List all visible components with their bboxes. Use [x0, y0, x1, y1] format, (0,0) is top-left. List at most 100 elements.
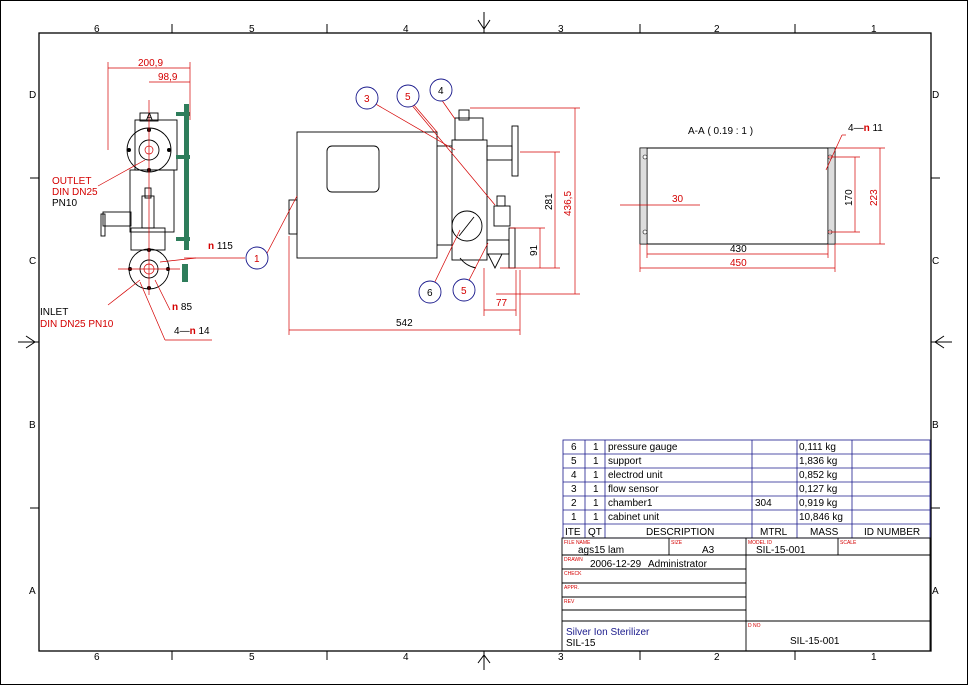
bom-item: 1 — [571, 512, 577, 523]
bom-mass: 0,919 kg — [799, 498, 837, 509]
bom-item: 2 — [571, 498, 577, 509]
col-label-top: 1 — [871, 24, 877, 35]
row-label-right: D — [932, 90, 939, 101]
bom-table: 6 1 pressure gauge 0,111 kg 5 1 support … — [562, 439, 931, 539]
row-label-right: B — [932, 420, 939, 431]
dim-200-9: 200,9 — [138, 58, 163, 69]
bom-desc: support — [608, 456, 642, 467]
col-label-bottom: 1 — [871, 652, 877, 663]
bom-item: 3 — [571, 484, 577, 495]
bom-qty: 1 — [593, 484, 599, 495]
dim-170: 170 — [844, 189, 855, 206]
bom-mass: 1,836 kg — [799, 456, 837, 467]
bom-desc: flow sensor — [608, 484, 659, 495]
dim-30: 30 — [672, 194, 684, 205]
holes-4x11-label: 4—n 11 — [848, 123, 883, 134]
lbl-rev: REV — [564, 599, 575, 605]
balloon-4-label: 4 — [438, 86, 444, 97]
dim-430: 430 — [730, 244, 747, 255]
bom-header-mtrl: MTRL — [760, 527, 788, 538]
col-label-bottom: 3 — [558, 652, 564, 663]
inlet-spec: DIN DN25 PN10 — [40, 319, 114, 330]
col-label-top: 5 — [249, 24, 255, 35]
lbl-check: CHECK — [564, 571, 582, 577]
bom-header-id: ID NUMBER — [864, 527, 920, 538]
dim-436-5: 436,5 — [563, 191, 574, 216]
bom-row: 1 1 cabinet unit 10,846 kg — [571, 512, 843, 523]
bom-mass: 10,846 kg — [799, 512, 843, 523]
bom-desc: pressure gauge — [608, 442, 678, 453]
dia-85-label: n 85 — [172, 302, 192, 313]
bom-mass: 0,852 kg — [799, 470, 837, 481]
balloon-3-label: 3 — [364, 94, 370, 105]
drawn-by: Administrator — [648, 559, 708, 570]
side-view: 200,9 98,9 A n 115 n 85 4—n 14 OUTLET DI… — [40, 58, 245, 341]
col-label-bottom: 2 — [714, 652, 720, 663]
bom-desc: electrod unit — [608, 470, 663, 481]
bom-item: 6 — [571, 442, 577, 453]
lbl-scale: SCALE — [840, 540, 857, 546]
bom-row: 5 1 support 1,836 kg — [571, 456, 837, 467]
dia-115-label: n 115 — [208, 241, 233, 252]
center-marks — [18, 12, 952, 670]
dim-542: 542 — [396, 318, 413, 329]
bom-qty: 1 — [593, 470, 599, 481]
balloon-6-label: 6 — [427, 288, 433, 299]
row-label-right: C — [932, 256, 939, 267]
balloon-5 — [396, 84, 420, 108]
balloon-5b — [452, 278, 476, 302]
title-block: FILE NAME SIZE MODEL ID SCALE DRAWN CHEC… — [561, 537, 931, 652]
outlet-label: OUTLET — [52, 176, 91, 187]
outlet-pn: PN10 — [52, 198, 77, 209]
balloon-1-label: 1 — [254, 254, 260, 265]
drawing-number: SIL-15-001 — [790, 636, 840, 647]
section-mark-a: A — [146, 112, 153, 123]
bom-row: 6 1 pressure gauge 0,111 kg — [571, 442, 836, 453]
dim-98-9: 98,9 — [158, 72, 178, 83]
drawn-date: 2006-12-29 — [590, 559, 642, 570]
bom-desc: cabinet unit — [608, 512, 659, 523]
col-label-bottom: 6 — [94, 652, 100, 663]
front-view: 1 3 5 4 6 5 542 77 281 436,5 91 — [245, 78, 580, 335]
bom-mass: 0,111 kg — [799, 442, 836, 453]
bom-mtrl: 304 — [755, 498, 772, 509]
row-label-right: A — [932, 586, 939, 597]
dim-450: 450 — [730, 258, 747, 269]
bom-header-desc: DESCRIPTION — [646, 527, 714, 538]
dim-223: 223 — [869, 189, 880, 206]
drawing-subtitle: SIL-15 — [566, 638, 596, 649]
col-label-top: 3 — [558, 24, 564, 35]
bom-header-row: ITE QT DESCRIPTION MTRL MASS ID NUMBER — [565, 527, 920, 538]
balloon-4 — [429, 78, 453, 102]
dim-91: 91 — [529, 244, 540, 256]
outlet-spec: DIN DN25 — [52, 187, 98, 198]
lbl-size: SIZE — [671, 540, 683, 546]
bom-header-qty: QT — [588, 527, 602, 538]
zone-ticks — [30, 24, 940, 660]
row-label-left: D — [29, 90, 36, 101]
bom-qty: 1 — [593, 456, 599, 467]
model-id-value: SIL-15-001 — [756, 545, 806, 556]
bom-item: 4 — [571, 470, 577, 481]
size-value: A3 — [702, 545, 715, 556]
bom-mass: 0,127 kg — [799, 484, 837, 495]
drawing-title: Silver Ion Sterilizer — [566, 627, 650, 638]
lbl-dno: D NO — [748, 623, 761, 629]
row-label-left: C — [29, 256, 36, 267]
dim-77: 77 — [496, 298, 508, 309]
bom-header-item: ITE — [565, 527, 581, 538]
row-label-left: B — [29, 420, 36, 431]
file-name-value: ags15 lam — [578, 545, 624, 556]
bom-item: 5 — [571, 456, 577, 467]
bom-qty: 1 — [593, 498, 599, 509]
balloon-3 — [355, 86, 379, 110]
holes-4x14-label: 4—n 14 — [174, 326, 210, 337]
inlet-label: INLET — [40, 307, 68, 318]
bom-qty: 1 — [593, 442, 599, 453]
bom-row: 3 1 flow sensor 0,127 kg — [571, 484, 837, 495]
col-label-top: 2 — [714, 24, 720, 35]
col-label-top: 6 — [94, 24, 100, 35]
balloon-6 — [418, 280, 442, 304]
